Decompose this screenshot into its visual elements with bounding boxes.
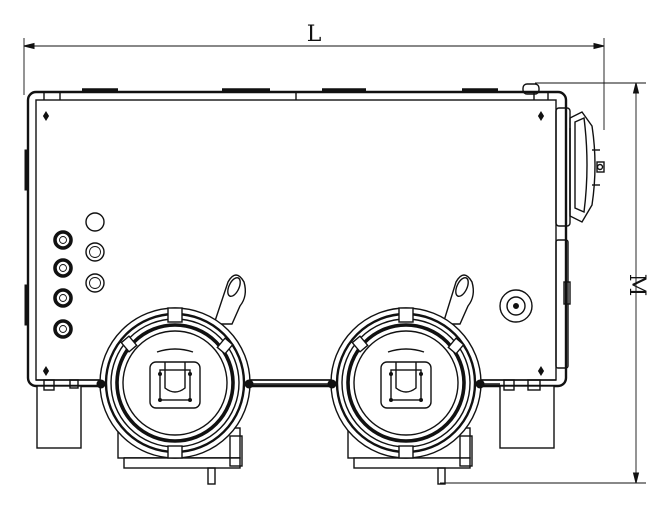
enclosure-body [24, 83, 568, 388]
cable-entry-right [499, 379, 555, 449]
length-label: L [307, 22, 322, 47]
lamp-head-right [327, 274, 485, 485]
selector-switch[interactable] [499, 289, 533, 323]
indicator-lamp-1 [85, 212, 105, 232]
indicator-lamp-3 [85, 273, 105, 293]
height-dimension: M [440, 82, 649, 484]
height-label: M [624, 274, 649, 297]
lamp-head-left [96, 274, 254, 485]
side-junction-box [555, 107, 605, 369]
push-button-4[interactable] [53, 319, 73, 339]
push-button-3[interactable] [53, 288, 73, 308]
cable-entry-left [36, 379, 82, 449]
control-panel [53, 212, 533, 339]
push-button-1[interactable] [53, 230, 73, 250]
push-button-2[interactable] [53, 258, 73, 278]
indicator-lamp-2 [85, 242, 105, 262]
length-dimension: L [23, 22, 605, 130]
